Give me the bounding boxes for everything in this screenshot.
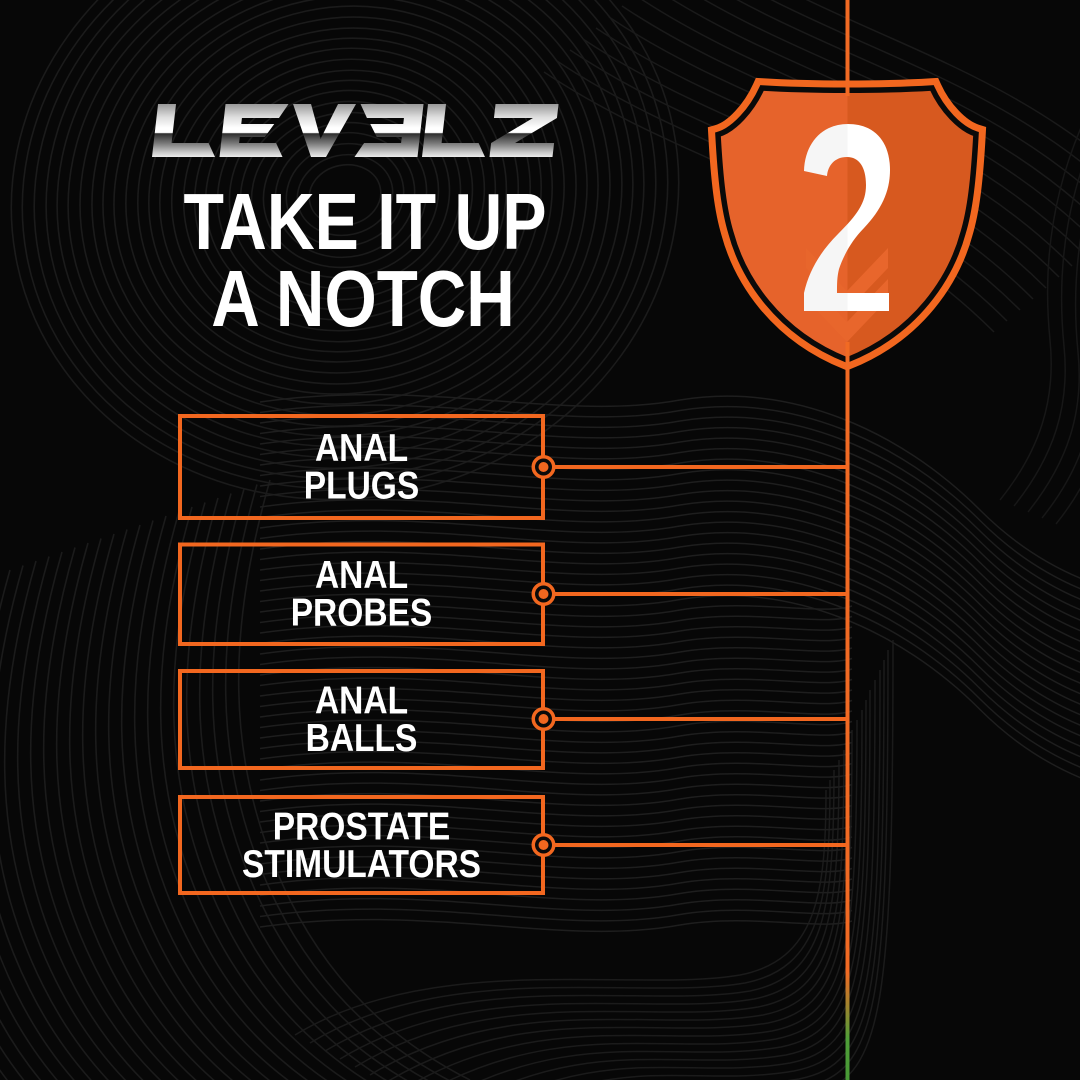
svg-text:ANAL: ANAL bbox=[315, 553, 408, 597]
svg-text:PLUGS: PLUGS bbox=[304, 463, 420, 507]
svg-text:PROBES: PROBES bbox=[291, 590, 433, 634]
svg-text:PROSTATE: PROSTATE bbox=[273, 804, 451, 848]
svg-text:BALLS: BALLS bbox=[306, 716, 418, 760]
svg-text:STIMULATORS: STIMULATORS bbox=[242, 842, 481, 886]
svg-text:TAKE IT UP: TAKE IT UP bbox=[183, 177, 546, 266]
svg-text:A NOTCH: A NOTCH bbox=[211, 253, 515, 343]
svg-text:ANAL: ANAL bbox=[315, 678, 408, 722]
svg-text:ANAL: ANAL bbox=[315, 426, 408, 470]
